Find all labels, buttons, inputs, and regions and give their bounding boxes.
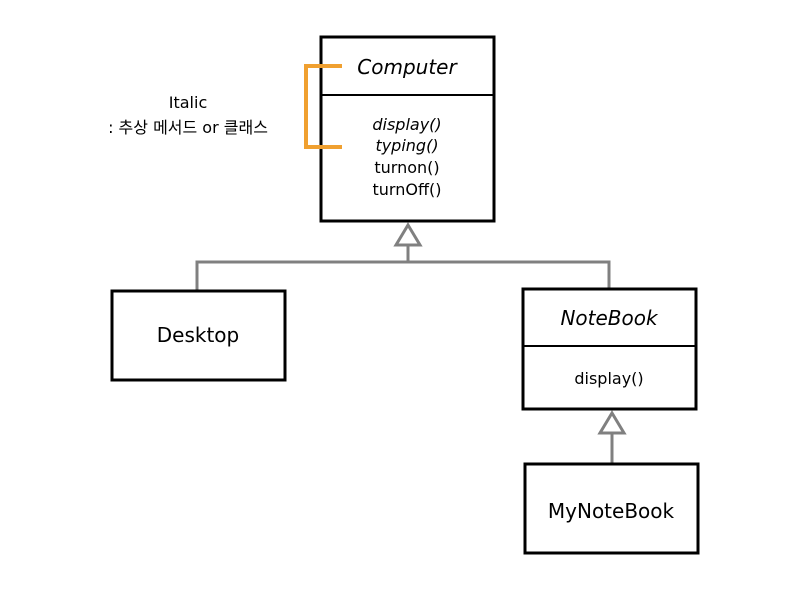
method-turnoff: turnOff() bbox=[373, 180, 442, 199]
class-mynotebook-name: MyNoteBook bbox=[548, 499, 675, 523]
class-computer-name: Computer bbox=[357, 55, 458, 79]
method-typing: typing() bbox=[375, 136, 438, 155]
class-computer[interactable]: Computer display() typing() turnon() tur… bbox=[319, 35, 496, 223]
connector-desktop-to-computer bbox=[195, 260, 408, 291]
class-mynotebook[interactable]: MyNoteBook bbox=[523, 462, 700, 555]
method-display: display() bbox=[372, 115, 441, 134]
inheritance-arrow-icon bbox=[393, 222, 423, 247]
class-mynotebook-box bbox=[523, 462, 700, 555]
class-notebook-box bbox=[521, 287, 698, 411]
italic-note: Italic : 추상 메서드 or 클래스 bbox=[108, 93, 268, 137]
class-desktop[interactable]: Desktop bbox=[110, 289, 287, 382]
inheritance-arrow-icon bbox=[597, 410, 627, 435]
class-desktop-name: Desktop bbox=[157, 323, 239, 347]
class-notebook[interactable]: NoteBook display() bbox=[521, 287, 698, 411]
class-computer-box bbox=[319, 35, 496, 223]
method-notebook-display: display() bbox=[574, 369, 643, 388]
note-line-1: Italic bbox=[169, 93, 207, 112]
inheritance-connectors bbox=[195, 245, 614, 464]
class-notebook-name: NoteBook bbox=[560, 306, 659, 330]
connector-notebook-to-computer bbox=[408, 260, 611, 289]
class-desktop-box bbox=[110, 289, 287, 382]
method-turnon: turnon() bbox=[374, 158, 439, 177]
italic-bracket bbox=[304, 64, 342, 149]
note-line-2: : 추상 메서드 or 클래스 bbox=[108, 118, 268, 137]
